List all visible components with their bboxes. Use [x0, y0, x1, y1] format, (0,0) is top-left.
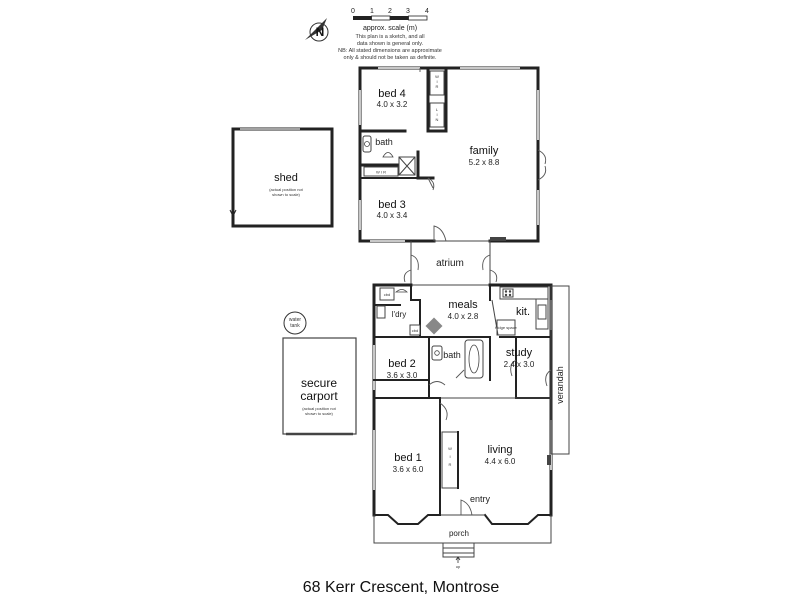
bed2-label: bed 2: [388, 358, 416, 370]
porch-steps: [442, 542, 475, 558]
family-dims: 5.2 x 8.8: [469, 158, 500, 167]
heater: [490, 237, 506, 241]
ldry-cbd-top: [379, 287, 395, 301]
toilet-lower: [394, 289, 408, 293]
shed-note-line-1: (actual position not: [269, 187, 303, 192]
up-label: up: [456, 564, 461, 569]
verandah-label: verandah: [555, 366, 565, 404]
address-title: 68 Kerr Crescent, Montrose: [303, 579, 500, 596]
bed1-dims: 3.6 x 6.0: [393, 465, 424, 474]
scale-note-line-1: This plan is a sketch, and all: [355, 34, 424, 40]
wir-bed1-r: R: [449, 462, 452, 467]
ldry-trough: [376, 305, 386, 319]
bed1-label: bed 1: [394, 452, 422, 464]
scale-tick-0: 0: [351, 8, 355, 15]
ldry-cbd-bottom-label: cbd: [412, 328, 418, 333]
ldry-label: l'dry: [392, 310, 406, 319]
scale-note-line-2: data shown is general only.: [357, 41, 424, 47]
living-label: living: [487, 444, 512, 456]
compass-label: N: [316, 25, 325, 39]
shed-label: shed: [274, 172, 298, 184]
water-tank-line-2: tank: [290, 323, 300, 329]
wir-bath-label: W I R: [376, 170, 386, 175]
wir-upper-w: W: [435, 74, 439, 79]
wir-upper-i: I: [436, 79, 437, 84]
scale-tick-2: 2: [388, 8, 392, 15]
shed-note-line-2: shown to scale): [272, 192, 300, 197]
lin-i: I: [436, 112, 437, 117]
atrium-label: atrium: [436, 258, 464, 269]
secure-carport: secure carport (actual position not show…: [282, 337, 357, 436]
ldry-cbd-bottom: [409, 324, 421, 336]
bed3-dims: 4.0 x 3.4: [377, 211, 408, 220]
carport-note-line-2: shown to scale): [305, 411, 333, 416]
living-heater: [547, 455, 551, 465]
hot-water-unit: [425, 317, 443, 335]
ldry-cbd-top-label: cbd: [384, 292, 390, 297]
entry-label: entry: [470, 494, 491, 504]
bed3-label: bed 3: [378, 199, 406, 211]
kit-label: kit.: [516, 306, 530, 318]
atrium: atrium: [403, 241, 498, 285]
family-label: family: [470, 145, 499, 157]
study-label: study: [506, 347, 533, 359]
scale-tick-4: 4: [425, 8, 429, 15]
bath-tub: [464, 339, 484, 379]
cooktop: [502, 288, 514, 298]
scale-note-line-3: NB: All stated dimensions are approximat…: [338, 48, 442, 54]
linen-cupboard: [429, 102, 445, 128]
water-tank-line-1: water: [289, 317, 302, 323]
bath-lower-label: bath: [443, 350, 461, 360]
scale-caption: approx. scale (m): [363, 25, 417, 32]
north-compass: N: [305, 18, 329, 42]
carport-label-line-1: secure: [301, 376, 337, 390]
toilet-upper: [382, 152, 394, 158]
scale-tick-1: 1: [370, 8, 374, 15]
wir-bed1-i: I: [449, 454, 450, 459]
lin-l: L: [436, 107, 439, 112]
up-arrow-icon: [455, 556, 461, 561]
water-tank: water tank: [283, 311, 307, 335]
bed4-label: bed 4: [378, 88, 406, 100]
carport-label-line-2: carport: [300, 389, 338, 403]
carport-note-line-1: (actual position not: [302, 406, 336, 411]
upper-building: W I R L I N W I R bed 4 4.0 x 3.2 family…: [358, 66, 547, 243]
meals-label: meals: [448, 299, 478, 311]
basin-upper: [362, 135, 372, 153]
scale-bar: 0 1 2 3 4 approx. scale (m) This plan is…: [338, 8, 442, 61]
bed4-dims: 4.0 x 3.2: [377, 100, 408, 109]
fridge-label: fridge space: [495, 325, 518, 330]
meals-dims: 4.0 x 2.8: [448, 312, 479, 321]
kitchen-sink: [537, 304, 547, 320]
wir-bed1-w: W: [448, 446, 452, 451]
basin-lower: [431, 345, 443, 361]
scale-note-line-4: only & should not be taken as definite.: [344, 55, 437, 61]
wir-upper: [429, 70, 445, 96]
lower-building: cbd cbd fridge space meals 4.0 x 2.8 kit…: [372, 283, 570, 569]
lin-n: N: [436, 117, 439, 122]
wir-bed1: [441, 431, 459, 489]
wir-upper-r: R: [436, 84, 439, 89]
scale-tick-3: 3: [406, 8, 410, 15]
bed2-dims: 3.6 x 3.0: [387, 371, 418, 380]
wir-bath: [363, 166, 399, 177]
bath-upper-label: bath: [375, 137, 393, 147]
study-dims: 2.4 x 3.0: [504, 360, 535, 369]
living-dims: 4.4 x 6.0: [485, 457, 516, 466]
shed: shed (actual position not shown to scale…: [229, 127, 334, 228]
compass-arrow-icon: [305, 18, 327, 40]
porch-label: porch: [449, 529, 469, 538]
